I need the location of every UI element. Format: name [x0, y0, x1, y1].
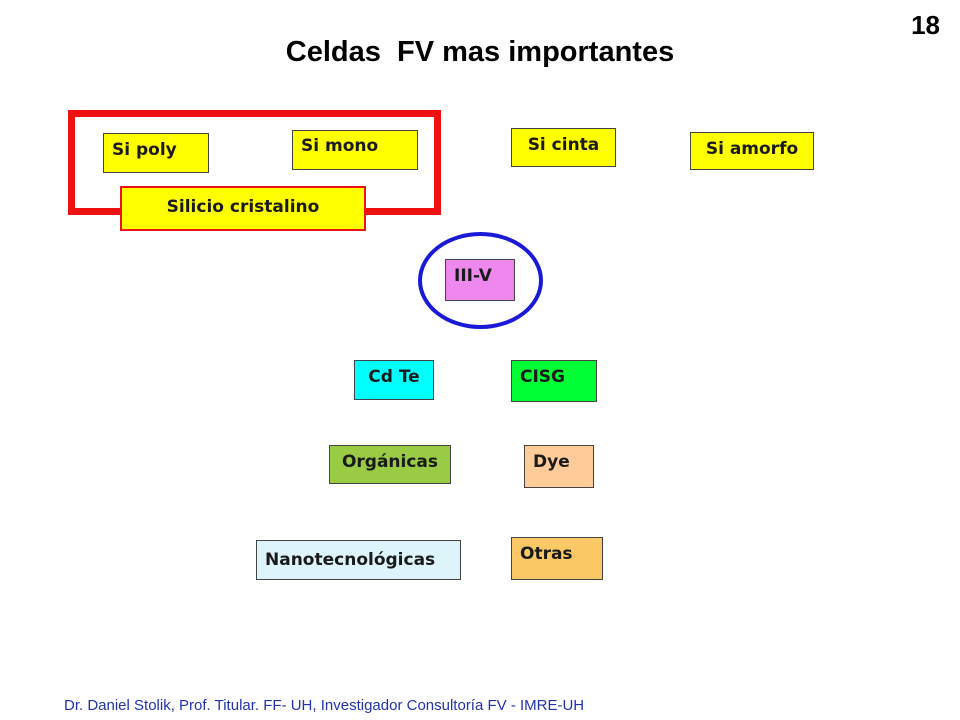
box-nanotecnologicas: Nanotecnológicas — [256, 540, 461, 580]
box-si-poly: Si poly — [103, 133, 209, 173]
box-si-mono: Si mono — [292, 130, 418, 170]
box-si-amorfo: Si amorfo — [690, 132, 814, 170]
footer-credit: Dr. Daniel Stolik, Prof. Titular. FF- UH… — [64, 697, 585, 714]
box-si-cinta: Si cinta — [511, 128, 616, 167]
slide-number: 18 — [911, 10, 940, 40]
box-iii-v: III-V — [445, 259, 515, 301]
iii-v-circle — [418, 232, 543, 329]
box-silicio-cristalino: Silicio cristalino — [120, 186, 366, 231]
slide-title: Celdas FV mas importantes — [285, 36, 675, 68]
box-dye: Dye — [524, 445, 594, 488]
box-cisg: CISG — [511, 360, 597, 402]
box-otras: Otras — [511, 537, 603, 580]
box-organicas: Orgánicas — [329, 445, 451, 484]
box-cd-te: Cd Te — [354, 360, 434, 400]
